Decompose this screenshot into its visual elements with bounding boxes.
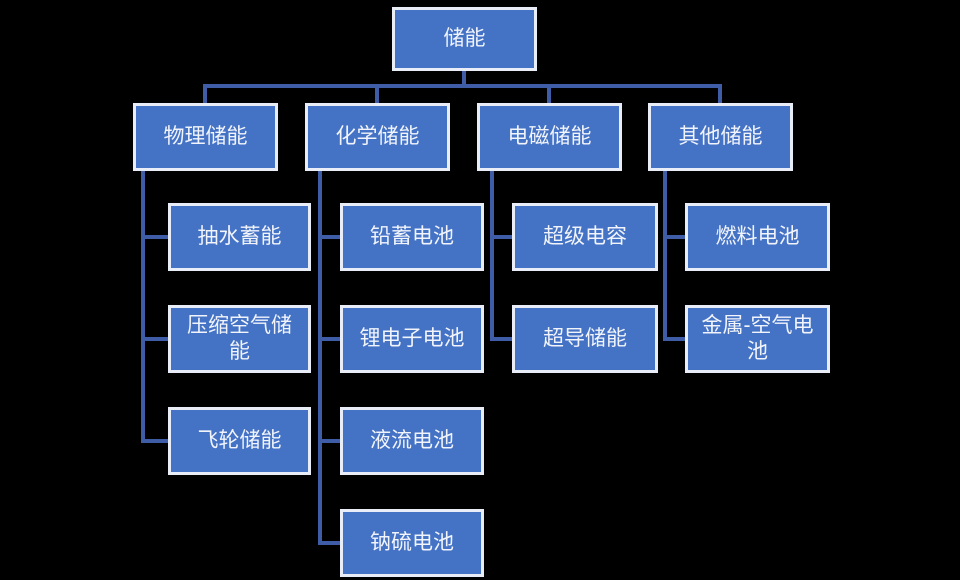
node-physical-storage: 物理储能: [133, 103, 278, 171]
node-fuel-cell: 燃料电池: [685, 203, 830, 271]
connector-elbow-other-1: [663, 235, 685, 239]
connector-elbow-chemical-2: [318, 337, 340, 341]
node-pumped-hydro-storage: 抽水蓄能: [168, 203, 311, 271]
node-sodium-sulfur-battery: 钠硫电池: [340, 509, 484, 577]
node-flow-battery-label: 液流电池: [370, 429, 454, 452]
node-chemical-storage-label: 化学储能: [335, 125, 420, 148]
connector-stub-physical: [203, 88, 207, 103]
node-root: 储能: [392, 7, 537, 71]
node-metal-air-battery: 金属-空气电池: [685, 305, 830, 373]
node-flywheel-storage-label: 飞轮储能: [197, 429, 282, 452]
connector-elbow-chemical-4: [318, 541, 340, 545]
node-lithium-ion-battery: 锂电子电池: [340, 305, 484, 373]
connector-elbow-electromagnetic-2: [490, 337, 512, 341]
connector-elbow-other-2: [663, 337, 685, 341]
connector-drop-other: [663, 171, 667, 341]
connector-root-stub: [462, 71, 466, 84]
node-other-storage: 其他储能: [648, 103, 793, 171]
connector-level1-bus: [203, 84, 722, 88]
node-supercapacitor: 超级电容: [512, 203, 658, 271]
connector-stub-other: [718, 88, 722, 103]
node-physical-storage-label: 物理储能: [163, 125, 248, 148]
connector-elbow-chemical-3: [318, 439, 340, 443]
connector-elbow-electromagnetic-1: [490, 235, 512, 239]
connector-elbow-chemical-1: [318, 235, 340, 239]
node-other-storage-label: 其他储能: [678, 125, 763, 148]
node-superconducting-storage: 超导储能: [512, 305, 658, 373]
node-electromagnetic-storage: 电磁储能: [477, 103, 622, 171]
node-supercapacitor-label: 超级电容: [543, 225, 627, 248]
connector-elbow-physical-1: [141, 235, 168, 239]
connector-drop-electromagnetic: [490, 171, 494, 341]
node-electromagnetic-storage-label: 电磁储能: [507, 125, 592, 148]
node-flow-battery: 液流电池: [340, 407, 484, 475]
node-metal-air-battery-label: 金属-空气电池: [701, 314, 814, 363]
connector-elbow-physical-2: [141, 337, 168, 341]
node-compressed-air-storage-label: 压缩空气储能: [187, 314, 292, 363]
node-compressed-air-storage: 压缩空气储能: [168, 305, 311, 373]
node-sodium-sulfur-battery-label: 钠硫电池: [370, 531, 454, 554]
connector-drop-chemical: [318, 171, 322, 545]
node-fuel-cell-label: 燃料电池: [715, 225, 800, 248]
node-lead-acid-battery: 铅蓄电池: [340, 203, 484, 271]
node-lead-acid-battery-label: 铅蓄电池: [370, 225, 454, 248]
node-root-label: 储能: [443, 27, 486, 50]
connector-drop-physical: [141, 171, 145, 443]
node-superconducting-storage-label: 超导储能: [543, 327, 627, 350]
node-lithium-ion-battery-label: 锂电子电池: [359, 327, 465, 350]
node-pumped-hydro-storage-label: 抽水蓄能: [197, 225, 282, 248]
node-chemical-storage: 化学储能: [305, 103, 450, 171]
node-flywheel-storage: 飞轮储能: [168, 407, 311, 475]
connector-stub-chemical: [375, 88, 379, 103]
connector-elbow-physical-3: [141, 439, 168, 443]
connector-stub-electromagnetic: [547, 88, 551, 103]
